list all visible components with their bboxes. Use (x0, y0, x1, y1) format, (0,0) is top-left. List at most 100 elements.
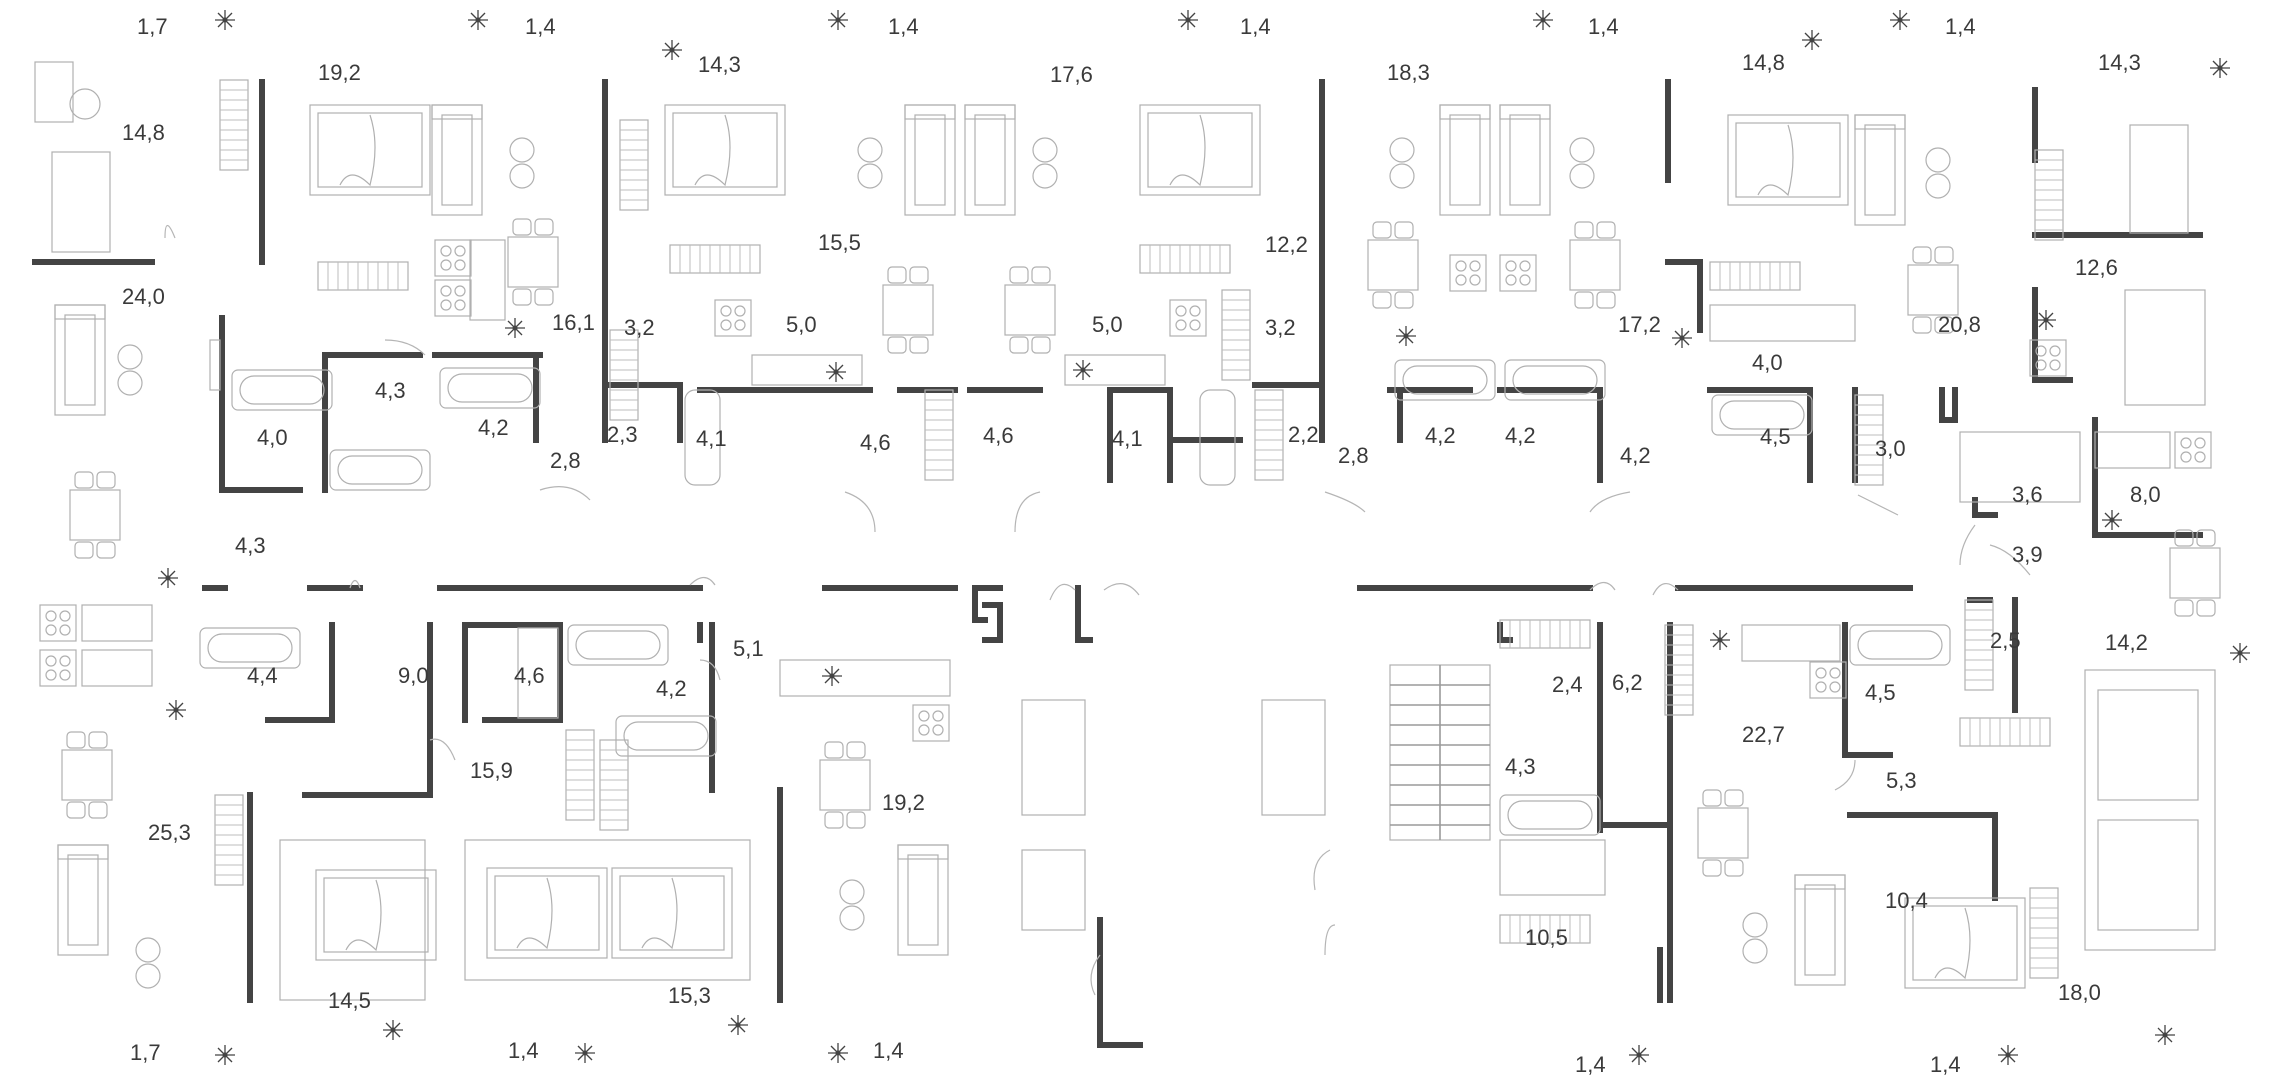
area-label: 12,6 (2075, 255, 2118, 280)
snowflake-icon (2229, 642, 2251, 664)
snowflake-icon (727, 1014, 749, 1036)
area-label: 1,4 (1575, 1052, 1606, 1077)
area-label: 4,0 (257, 425, 288, 450)
area-labels: 1,7 1,4 1,4 1,4 1,4 1,4 19,2 14,3 17,6 1… (122, 14, 2161, 1077)
area-label: 3,2 (624, 315, 655, 340)
area-label: 19,2 (318, 60, 361, 85)
area-label: 5,0 (786, 312, 817, 337)
area-label: 4,0 (1752, 350, 1783, 375)
area-label: 1,4 (525, 14, 556, 39)
area-label: 5,1 (733, 636, 764, 661)
snowflake-icon (1177, 9, 1199, 31)
area-label: 4,1 (1112, 426, 1143, 451)
area-label: 14,8 (1742, 50, 1785, 75)
snowflake-icon (1395, 325, 1417, 347)
area-label: 2,4 (1552, 672, 1583, 697)
snowflake-icon (2035, 309, 2057, 331)
snowflake-icon (504, 317, 526, 339)
area-label: 1,4 (1945, 14, 1976, 39)
area-label: 5,0 (1092, 312, 1123, 337)
area-label: 14,5 (328, 988, 371, 1013)
area-label: 4,2 (1505, 423, 1536, 448)
snowflake-icon (821, 665, 843, 687)
area-label: 16,1 (552, 310, 595, 335)
snowflake-icon (1801, 29, 1823, 51)
area-label: 1,4 (508, 1038, 539, 1063)
area-label: 15,3 (668, 983, 711, 1008)
area-label: 12,2 (1265, 232, 1308, 257)
area-label: 1,7 (130, 1040, 161, 1065)
area-label: 14,3 (698, 52, 741, 77)
area-label: 3,0 (1875, 436, 1906, 461)
area-label: 25,3 (148, 820, 191, 845)
area-label: 4,5 (1865, 680, 1896, 705)
area-label: 5,3 (1886, 768, 1917, 793)
snowflake-icon (382, 1019, 404, 1041)
snowflake-icon (1997, 1044, 2019, 1066)
area-label: 4,3 (235, 533, 266, 558)
area-label: 15,5 (818, 230, 861, 255)
area-label: 19,2 (882, 790, 925, 815)
snowflake-icon (157, 567, 179, 589)
area-label: 9,0 (398, 663, 429, 688)
snowflake-icon (467, 9, 489, 31)
snowflake-icon (1532, 9, 1554, 31)
area-label: 17,6 (1050, 62, 1093, 87)
area-label: 4,4 (247, 663, 278, 688)
area-label: 1,4 (1588, 14, 1619, 39)
snowflake-icon (2209, 57, 2231, 79)
area-label: 1,4 (1930, 1052, 1961, 1077)
snowflake-icon (2101, 509, 2123, 531)
area-label: 3,9 (2012, 542, 2043, 567)
snowflake-icon (214, 1044, 236, 1066)
snowflake-icon (2154, 1024, 2176, 1046)
area-label: 1,7 (137, 14, 168, 39)
area-label: 4,6 (983, 423, 1014, 448)
snowflake-icon (1628, 1044, 1650, 1066)
area-label: 1,4 (1240, 14, 1271, 39)
area-label: 4,6 (860, 430, 891, 455)
area-label: 1,4 (873, 1038, 904, 1063)
area-label: 4,6 (514, 663, 545, 688)
area-label: 4,2 (656, 676, 687, 701)
area-label: 10,4 (1885, 888, 1928, 913)
area-label: 4,1 (696, 426, 727, 451)
snowflake-icon (1072, 359, 1094, 381)
area-label: 2,8 (1338, 443, 1369, 468)
snowflake-icon (661, 39, 683, 61)
area-label: 3,6 (2012, 482, 2043, 507)
area-label: 14,3 (2098, 50, 2141, 75)
area-label: 2,5 (1990, 628, 2021, 653)
furniture (34, 61, 2221, 1001)
snowflake-icon (1889, 9, 1911, 31)
staircase-icon (1389, 664, 1491, 841)
area-label: 20,8 (1938, 312, 1981, 337)
snowflake-icon (165, 699, 187, 721)
area-label: 4,5 (1760, 424, 1791, 449)
area-label: 18,3 (1387, 60, 1430, 85)
area-label: 4,2 (1620, 443, 1651, 468)
area-label: 2,8 (550, 448, 581, 473)
area-label: 4,3 (1505, 754, 1536, 779)
area-label: 1,4 (888, 14, 919, 39)
snowflake-icon (574, 1042, 596, 1064)
snowflake-icon (825, 361, 847, 383)
walls (32, 79, 2203, 1048)
area-label: 4,2 (478, 415, 509, 440)
snowflake-icon (827, 9, 849, 31)
area-label: 14,8 (122, 120, 165, 145)
area-label: 4,3 (375, 378, 406, 403)
snowflake-icon (827, 1042, 849, 1064)
area-label: 3,2 (1265, 315, 1296, 340)
snowflake-icon (214, 9, 236, 31)
area-label: 14,2 (2105, 630, 2148, 655)
area-label: 22,7 (1742, 722, 1785, 747)
area-label: 18,0 (2058, 980, 2101, 1005)
area-label: 2,2 (1288, 422, 1319, 447)
area-label: 17,2 (1618, 312, 1661, 337)
area-label: 6,2 (1612, 670, 1643, 695)
area-label: 8,0 (2130, 482, 2161, 507)
area-label: 2,3 (607, 422, 638, 447)
area-label: 4,2 (1425, 423, 1456, 448)
area-label: 24,0 (122, 284, 165, 309)
